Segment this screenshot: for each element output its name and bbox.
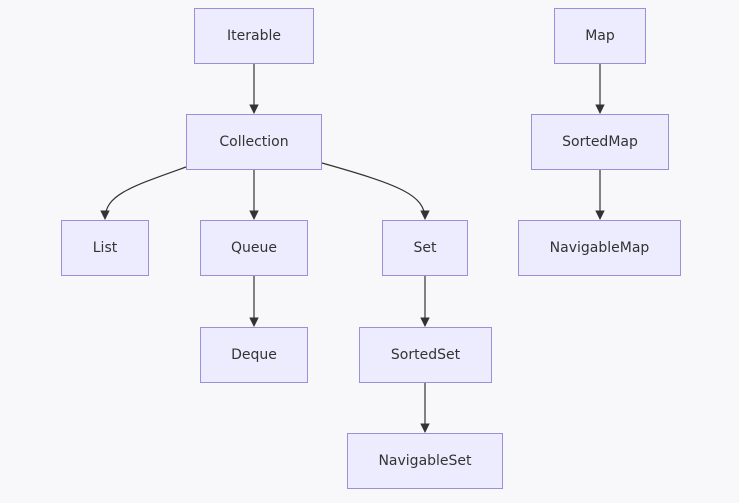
node-navigableset: NavigableSet: [347, 433, 503, 489]
node-sortedmap: SortedMap: [531, 114, 669, 170]
node-list: List: [61, 220, 149, 276]
node-set: Set: [382, 220, 468, 276]
node-iterable: Iterable: [194, 8, 314, 64]
node-map: Map: [554, 8, 646, 64]
node-sortedset: SortedSet: [359, 327, 492, 383]
edge-collection-list: [100, 166, 187, 220]
node-navigablemap: NavigableMap: [518, 220, 681, 276]
node-collection: Collection: [186, 114, 322, 170]
node-queue: Queue: [200, 220, 308, 276]
node-deque: Deque: [200, 327, 308, 383]
edge-collection-set: [321, 162, 430, 220]
